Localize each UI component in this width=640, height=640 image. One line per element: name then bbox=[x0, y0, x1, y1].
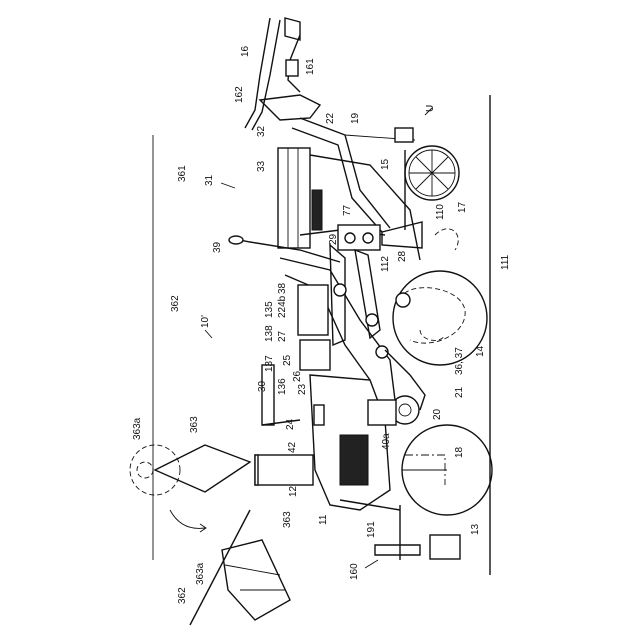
swing-arrow bbox=[170, 510, 205, 528]
label-28: 28 bbox=[397, 250, 408, 262]
label-12: 12 bbox=[288, 485, 299, 497]
boom-arm-363 bbox=[155, 445, 250, 492]
boom-arm-363-rotated bbox=[222, 540, 290, 620]
label-135: 135 bbox=[264, 301, 275, 318]
label-10-prime: 10' bbox=[200, 315, 211, 328]
label-30: 30 bbox=[257, 380, 268, 392]
label-77: 77 bbox=[342, 204, 353, 216]
label-16: 16 bbox=[240, 45, 251, 57]
label-363a: 363a bbox=[132, 417, 143, 440]
label-29: 29 bbox=[328, 233, 339, 245]
engine-block-27 bbox=[298, 285, 328, 335]
gear-block bbox=[312, 190, 322, 230]
label-20: 20 bbox=[432, 408, 443, 420]
label-24: 24 bbox=[285, 418, 296, 430]
cylinder-box bbox=[255, 455, 313, 485]
label-224b: 224b bbox=[277, 295, 288, 318]
label-40a: 40a bbox=[381, 433, 392, 450]
label-110: 110 bbox=[435, 204, 446, 220]
arrow-10p bbox=[205, 330, 212, 338]
label-112: 112 bbox=[380, 256, 391, 272]
label-361: 361 bbox=[177, 165, 188, 182]
label-11: 11 bbox=[318, 514, 329, 525]
label-31: 31 bbox=[204, 174, 215, 186]
label-137: 137 bbox=[264, 355, 275, 372]
throttle-box-161 bbox=[286, 60, 298, 76]
label-22: 22 bbox=[325, 112, 336, 124]
label-191: 191 bbox=[366, 521, 377, 538]
rear-wheel-14 bbox=[393, 271, 487, 365]
label-14: 14 bbox=[475, 345, 486, 357]
label-13: 13 bbox=[470, 523, 481, 535]
label-17: 17 bbox=[457, 201, 468, 213]
label-19: 19 bbox=[350, 112, 361, 124]
label-138: 138 bbox=[264, 325, 275, 342]
label-162: 162 bbox=[234, 86, 245, 103]
block-40a bbox=[368, 400, 396, 425]
label-U: U bbox=[425, 105, 436, 112]
label-362-lower: 362 bbox=[177, 587, 188, 604]
label-111: 111 bbox=[500, 254, 511, 270]
pump-cylinder bbox=[430, 535, 460, 559]
dashed-111 bbox=[400, 288, 465, 343]
arrow-31 bbox=[221, 183, 235, 188]
label-136: 136 bbox=[277, 378, 288, 395]
handlebar-left bbox=[245, 18, 270, 128]
label-27: 27 bbox=[277, 330, 288, 342]
panel-30 bbox=[262, 365, 274, 425]
battery-42 bbox=[340, 435, 368, 485]
label-38: 38 bbox=[277, 282, 288, 294]
label-25: 25 bbox=[282, 354, 293, 366]
bracket-77 bbox=[338, 225, 380, 250]
label-18: 18 bbox=[454, 446, 465, 458]
handlebar-right bbox=[252, 20, 280, 130]
top-cover-33 bbox=[278, 148, 310, 248]
label-26: 26 bbox=[292, 370, 303, 382]
handle-grip bbox=[285, 18, 300, 40]
part-24 bbox=[314, 405, 324, 425]
dashed-17 bbox=[435, 229, 458, 250]
label-32: 32 bbox=[256, 125, 267, 137]
label-362: 362 bbox=[170, 295, 181, 312]
label-33: 33 bbox=[256, 160, 267, 172]
label-39: 39 bbox=[212, 241, 223, 253]
engine-block-25 bbox=[300, 340, 330, 370]
label-15: 15 bbox=[380, 158, 391, 170]
label-42: 42 bbox=[287, 441, 298, 453]
label-363: 363 bbox=[189, 416, 200, 433]
clamp-block bbox=[395, 128, 413, 142]
label-161: 161 bbox=[305, 58, 316, 75]
label-160: 160 bbox=[349, 563, 360, 580]
handle-bracket-162 bbox=[260, 95, 320, 120]
label-36-37: 36, 37 bbox=[454, 347, 465, 375]
label-363-lower: 363 bbox=[282, 511, 293, 528]
arrow-160 bbox=[365, 560, 378, 568]
label-23: 23 bbox=[297, 383, 308, 395]
label-363a-lower: 363a bbox=[195, 562, 206, 585]
label-21: 21 bbox=[454, 386, 465, 398]
